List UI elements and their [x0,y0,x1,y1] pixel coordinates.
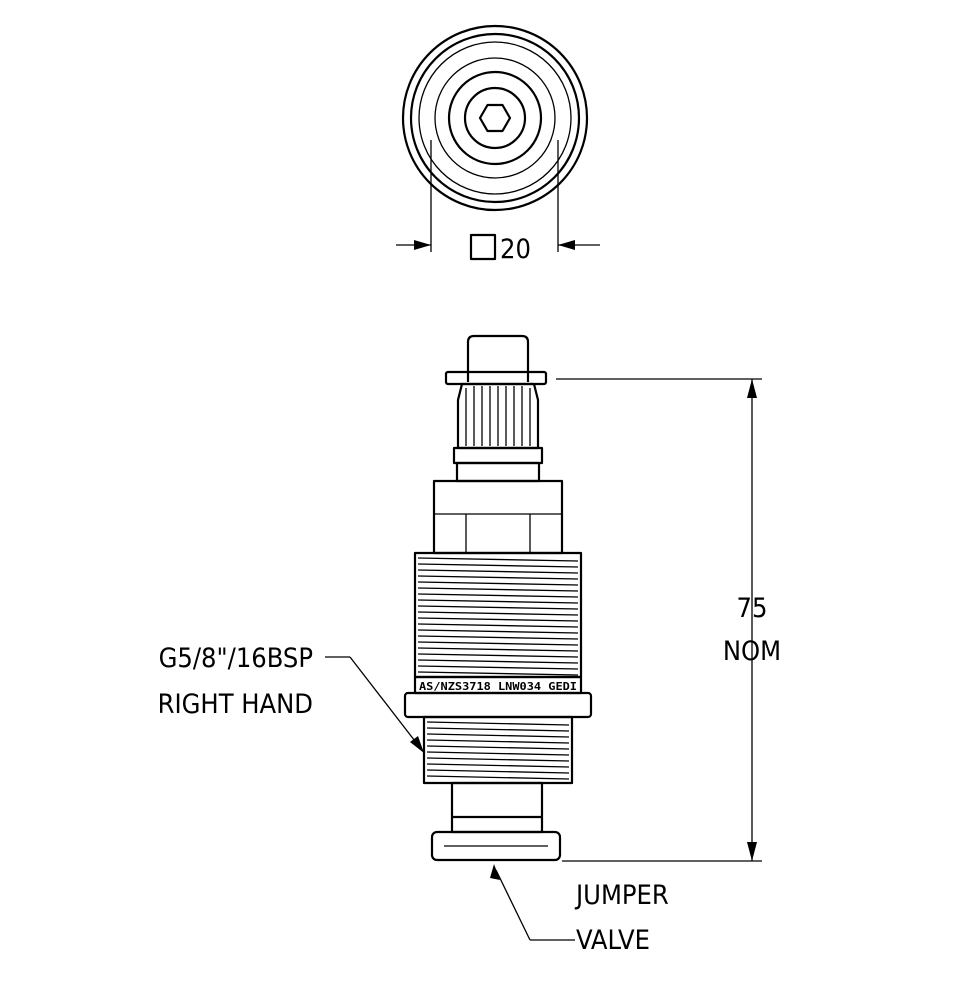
thread-line [426,727,570,732]
thread-line [417,671,579,676]
thread-line [426,757,570,762]
thread-line [417,581,579,586]
thread-hand-label: RIGHT HAND [158,689,313,720]
thread-line [426,745,570,750]
lower-thread-lines [426,721,570,780]
thread-line [417,629,579,634]
thread-line [426,751,570,756]
length-unit-label: NOM [723,636,781,667]
thread-callout: G5/8"/16BSP RIGHT HAND [158,643,424,753]
square-symbol [469,233,497,261]
thread-line [417,569,579,574]
thread-line [417,617,579,622]
square-dimension: 20 [396,140,600,265]
thread-line [417,575,579,580]
thread-line [417,665,579,670]
top-view [401,24,589,212]
square-size-label: 20 [500,234,531,265]
thread-line [417,605,579,610]
hex-socket [478,103,512,133]
main-thread-lines [417,557,579,676]
thread-line [417,593,579,598]
thread-line [426,775,570,780]
thread-line [417,647,579,652]
thread-line [426,763,570,768]
thread-line [417,557,579,562]
thread-line [417,635,579,640]
body-marking: AS/NZS3718 LNW034 GEDI [419,680,577,693]
side-view: AS/NZS3718 LNW034 GEDI [403,334,593,862]
thread-line [426,733,570,738]
thread-line [417,659,579,664]
thread-line [417,641,579,646]
thread-spec-label: G5/8"/16BSP [159,643,313,674]
thread-line [426,739,570,744]
thread-line [426,769,570,774]
spline-ribs [465,386,531,446]
jumper-valve-disc [430,830,562,862]
thread-line [426,721,570,726]
thread-line [417,563,579,568]
thread-line [417,587,579,592]
jumper-label: JUMPER [574,880,669,911]
thread-line [417,623,579,628]
jumper-valve-callout: JUMPER VALVE [490,864,669,956]
length-value-label: 75 [737,593,768,624]
valve-label: VALVE [576,925,650,956]
thread-line [417,653,579,658]
length-dimension: 75 NOM [556,378,781,862]
thread-line [417,611,579,616]
thread-line [417,599,579,604]
